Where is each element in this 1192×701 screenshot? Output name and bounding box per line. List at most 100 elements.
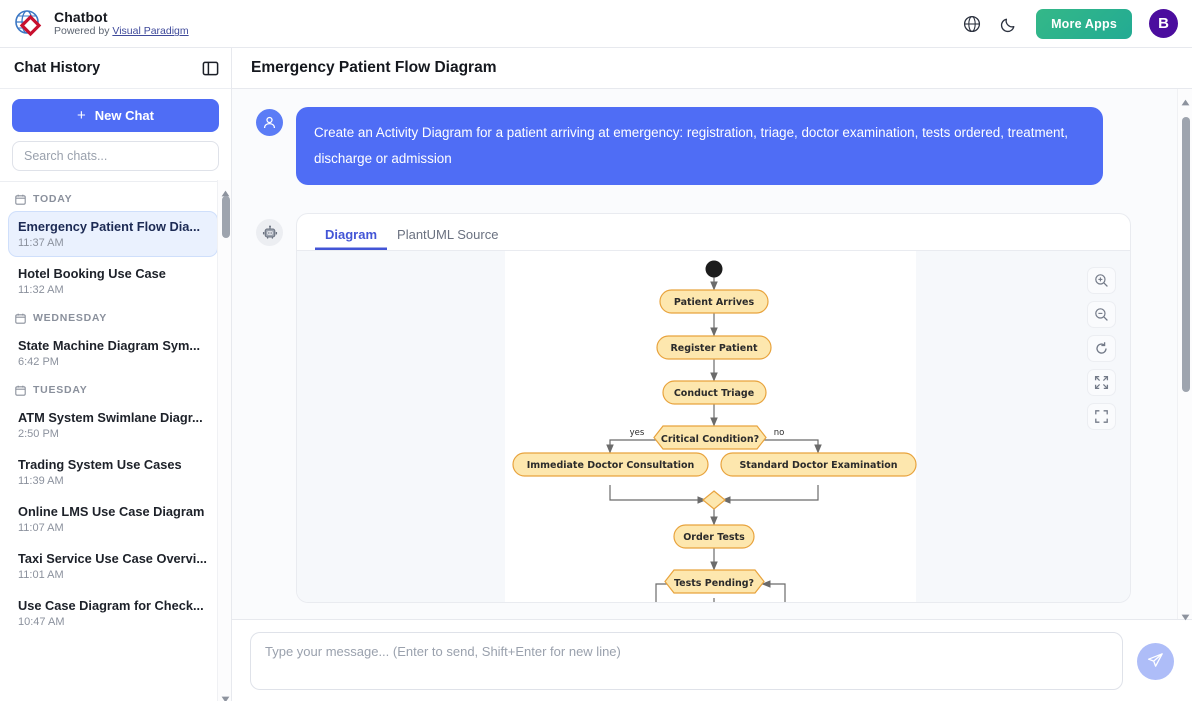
new-chat-label: New Chat	[94, 108, 154, 123]
user-message-row: Create an Activity Diagram for a patient…	[256, 107, 1148, 186]
chat-item-time: 2:50 PM	[18, 428, 59, 440]
chat-item-time: 11:32 AM	[18, 284, 64, 296]
svg-text:Order Tests: Order Tests	[683, 532, 745, 543]
chat-list-item[interactable]: Trading System Use Cases 11:39 AM	[8, 449, 218, 495]
chat-list-item[interactable]: Online LMS Use Case Diagram 11:07 AM	[8, 496, 218, 542]
scroll-up-arrow-icon[interactable]	[221, 184, 230, 197]
edge-label-yes: yes	[630, 428, 645, 438]
svg-text:Immediate Doctor Consultation: Immediate Doctor Consultation	[527, 460, 695, 471]
sidebar-panel-icon[interactable]	[202, 60, 219, 77]
chat-group-label-text: TUESDAY	[33, 384, 88, 396]
sidebar-divider	[0, 181, 231, 182]
chat-item-time: 11:07 AM	[18, 522, 64, 534]
tab-plantuml-source[interactable]: PlantUML Source	[387, 227, 508, 250]
action-order-tests: Order Tests	[673, 524, 755, 549]
chat-group-label: WEDNESDAY	[8, 305, 218, 330]
message-input[interactable]	[250, 632, 1123, 690]
svg-text:Patient Arrives: Patient Arrives	[674, 297, 755, 308]
activity-diagram: Patient Arrives Register Patient Conduct…	[512, 260, 917, 603]
chat-item-name: Hotel Booking Use Case	[18, 266, 166, 281]
more-apps-button[interactable]: More Apps	[1036, 8, 1132, 39]
chat-list-scroll-area: TODAY Emergency Patient Flow Dia...11:37 …	[0, 180, 231, 701]
svg-text:Standard Doctor Examination: Standard Doctor Examination	[739, 460, 897, 471]
calendar-icon	[15, 313, 26, 324]
initial-node	[705, 260, 723, 278]
moon-icon[interactable]	[999, 14, 1019, 34]
brand-title: Chatbot	[54, 8, 108, 25]
chat-item-name: State Machine Diagram Sym...	[18, 338, 201, 353]
new-chat-button[interactable]: + New Chat	[12, 99, 219, 132]
send-button[interactable]	[1137, 643, 1174, 680]
fullscreen-frame-icon	[1094, 409, 1109, 424]
top-bar-actions: More Apps B	[962, 8, 1192, 39]
reset-view-button[interactable]	[1087, 335, 1116, 363]
user-avatar[interactable]: B	[1149, 9, 1178, 38]
chat-list-item[interactable]: Taxi Service Use Case Overvi... 11:01 AM	[8, 543, 218, 589]
chat-list-item[interactable]: Hotel Booking Use Case 11:32 AM	[8, 258, 218, 304]
globe-diamond-logo	[14, 9, 44, 39]
page-title: Emergency Patient Flow Diagram	[251, 59, 497, 76]
chat-item-name: Use Case Diagram for Check...	[18, 598, 204, 613]
chat-item-time: 11:37 AM	[18, 237, 64, 249]
expand-arrows-icon	[1094, 375, 1109, 390]
sidebar-scrollbar-thumb[interactable]	[221, 196, 230, 238]
zoom-out-icon	[1094, 307, 1109, 322]
action-standard-doctor-examination: Standard Doctor Examination	[720, 452, 917, 477]
conversation-scroll-down-arrow-icon[interactable]	[1181, 608, 1190, 621]
conversation-scrollbar-thumb[interactable]	[1181, 117, 1190, 392]
main-header: Emergency Patient Flow Diagram	[232, 48, 1192, 89]
action-patient-arrives: Patient Arrives	[659, 289, 769, 314]
calendar-icon	[15, 385, 26, 396]
svg-text:Conduct Triage: Conduct Triage	[674, 388, 754, 399]
visual-paradigm-link[interactable]: Visual Paradigm	[112, 25, 189, 38]
diagram-canvas[interactable]: Patient Arrives Register Patient Conduct…	[297, 250, 1130, 603]
chat-item-name: Taxi Service Use Case Overvi...	[18, 551, 207, 566]
chat-item-time: 10:47 AM	[18, 616, 65, 628]
chat-list-item[interactable]: ATM System Swimlane Diagr... 2:50 PM	[8, 402, 218, 448]
zoom-in-button[interactable]	[1087, 267, 1116, 295]
reset-rotate-icon	[1094, 341, 1109, 356]
robot-icon	[256, 219, 283, 247]
chat-group-label-text: WEDNESDAY	[33, 312, 108, 324]
user-icon	[256, 109, 283, 136]
chat-item-name: Online LMS Use Case Diagram	[18, 504, 205, 519]
fullscreen-button[interactable]	[1087, 403, 1116, 431]
decision-tests-pending: Tests Pending?	[664, 569, 765, 594]
search-input[interactable]	[12, 141, 219, 171]
conversation-scrollbar[interactable]	[1177, 89, 1192, 621]
chat-history-title: Chat History	[14, 60, 101, 76]
chat-item-time: 11:01 AM	[18, 569, 64, 581]
powered-by-text: Powered by	[54, 25, 113, 38]
scroll-down-arrow-icon[interactable]	[221, 690, 230, 701]
chat-list-item[interactable]: State Machine Diagram Sym...6:42 PM	[8, 330, 218, 376]
action-conduct-triage: Conduct Triage	[662, 380, 767, 405]
action-immediate-doctor-consultation: Immediate Doctor Consultation	[512, 452, 709, 477]
user-message-bubble: Create an Activity Diagram for a patient…	[296, 107, 1103, 186]
chat-list-item[interactable]: Emergency Patient Flow Dia...11:37 AM	[8, 211, 218, 257]
message-composer	[232, 619, 1192, 701]
chat-group-label-text: TODAY	[33, 193, 73, 205]
chat-group-label: TODAY	[8, 186, 218, 211]
globe-icon[interactable]	[962, 14, 982, 34]
conversation-scroll-up-arrow-icon[interactable]	[1181, 93, 1190, 106]
fit-to-screen-button[interactable]	[1087, 369, 1116, 397]
top-bar: Chatbot Powered by Visual Paradigm More …	[0, 0, 1192, 48]
sidebar-scrollbar[interactable]	[217, 180, 231, 701]
brand-subtitle: Powered by Visual Paradigm	[54, 26, 189, 37]
decision-critical-condition: Critical Condition?	[653, 425, 767, 450]
svg-text:Register Patient: Register Patient	[670, 343, 758, 354]
conversation-area: Create an Activity Diagram for a patient…	[232, 89, 1192, 619]
sidebar-header: Chat History	[0, 48, 231, 89]
chat-list: TODAY Emergency Patient Flow Dia...11:37 …	[0, 180, 231, 636]
sidebar: Chat History + New Chat TODAY Emergency P…	[0, 48, 232, 701]
chat-list-item[interactable]: Use Case Diagram for Check... 10:47 AM	[8, 590, 218, 636]
main-panel: Emergency Patient Flow Diagram Create an…	[232, 48, 1192, 701]
chat-item-name: Trading System Use Cases	[18, 457, 182, 472]
zoom-out-button[interactable]	[1087, 301, 1116, 329]
search-wrapper	[0, 132, 231, 181]
tab-diagram[interactable]: Diagram	[315, 227, 387, 250]
chat-item-name: ATM System Swimlane Diagr...	[18, 410, 203, 425]
chat-item-time: 11:39 AM	[18, 475, 64, 487]
